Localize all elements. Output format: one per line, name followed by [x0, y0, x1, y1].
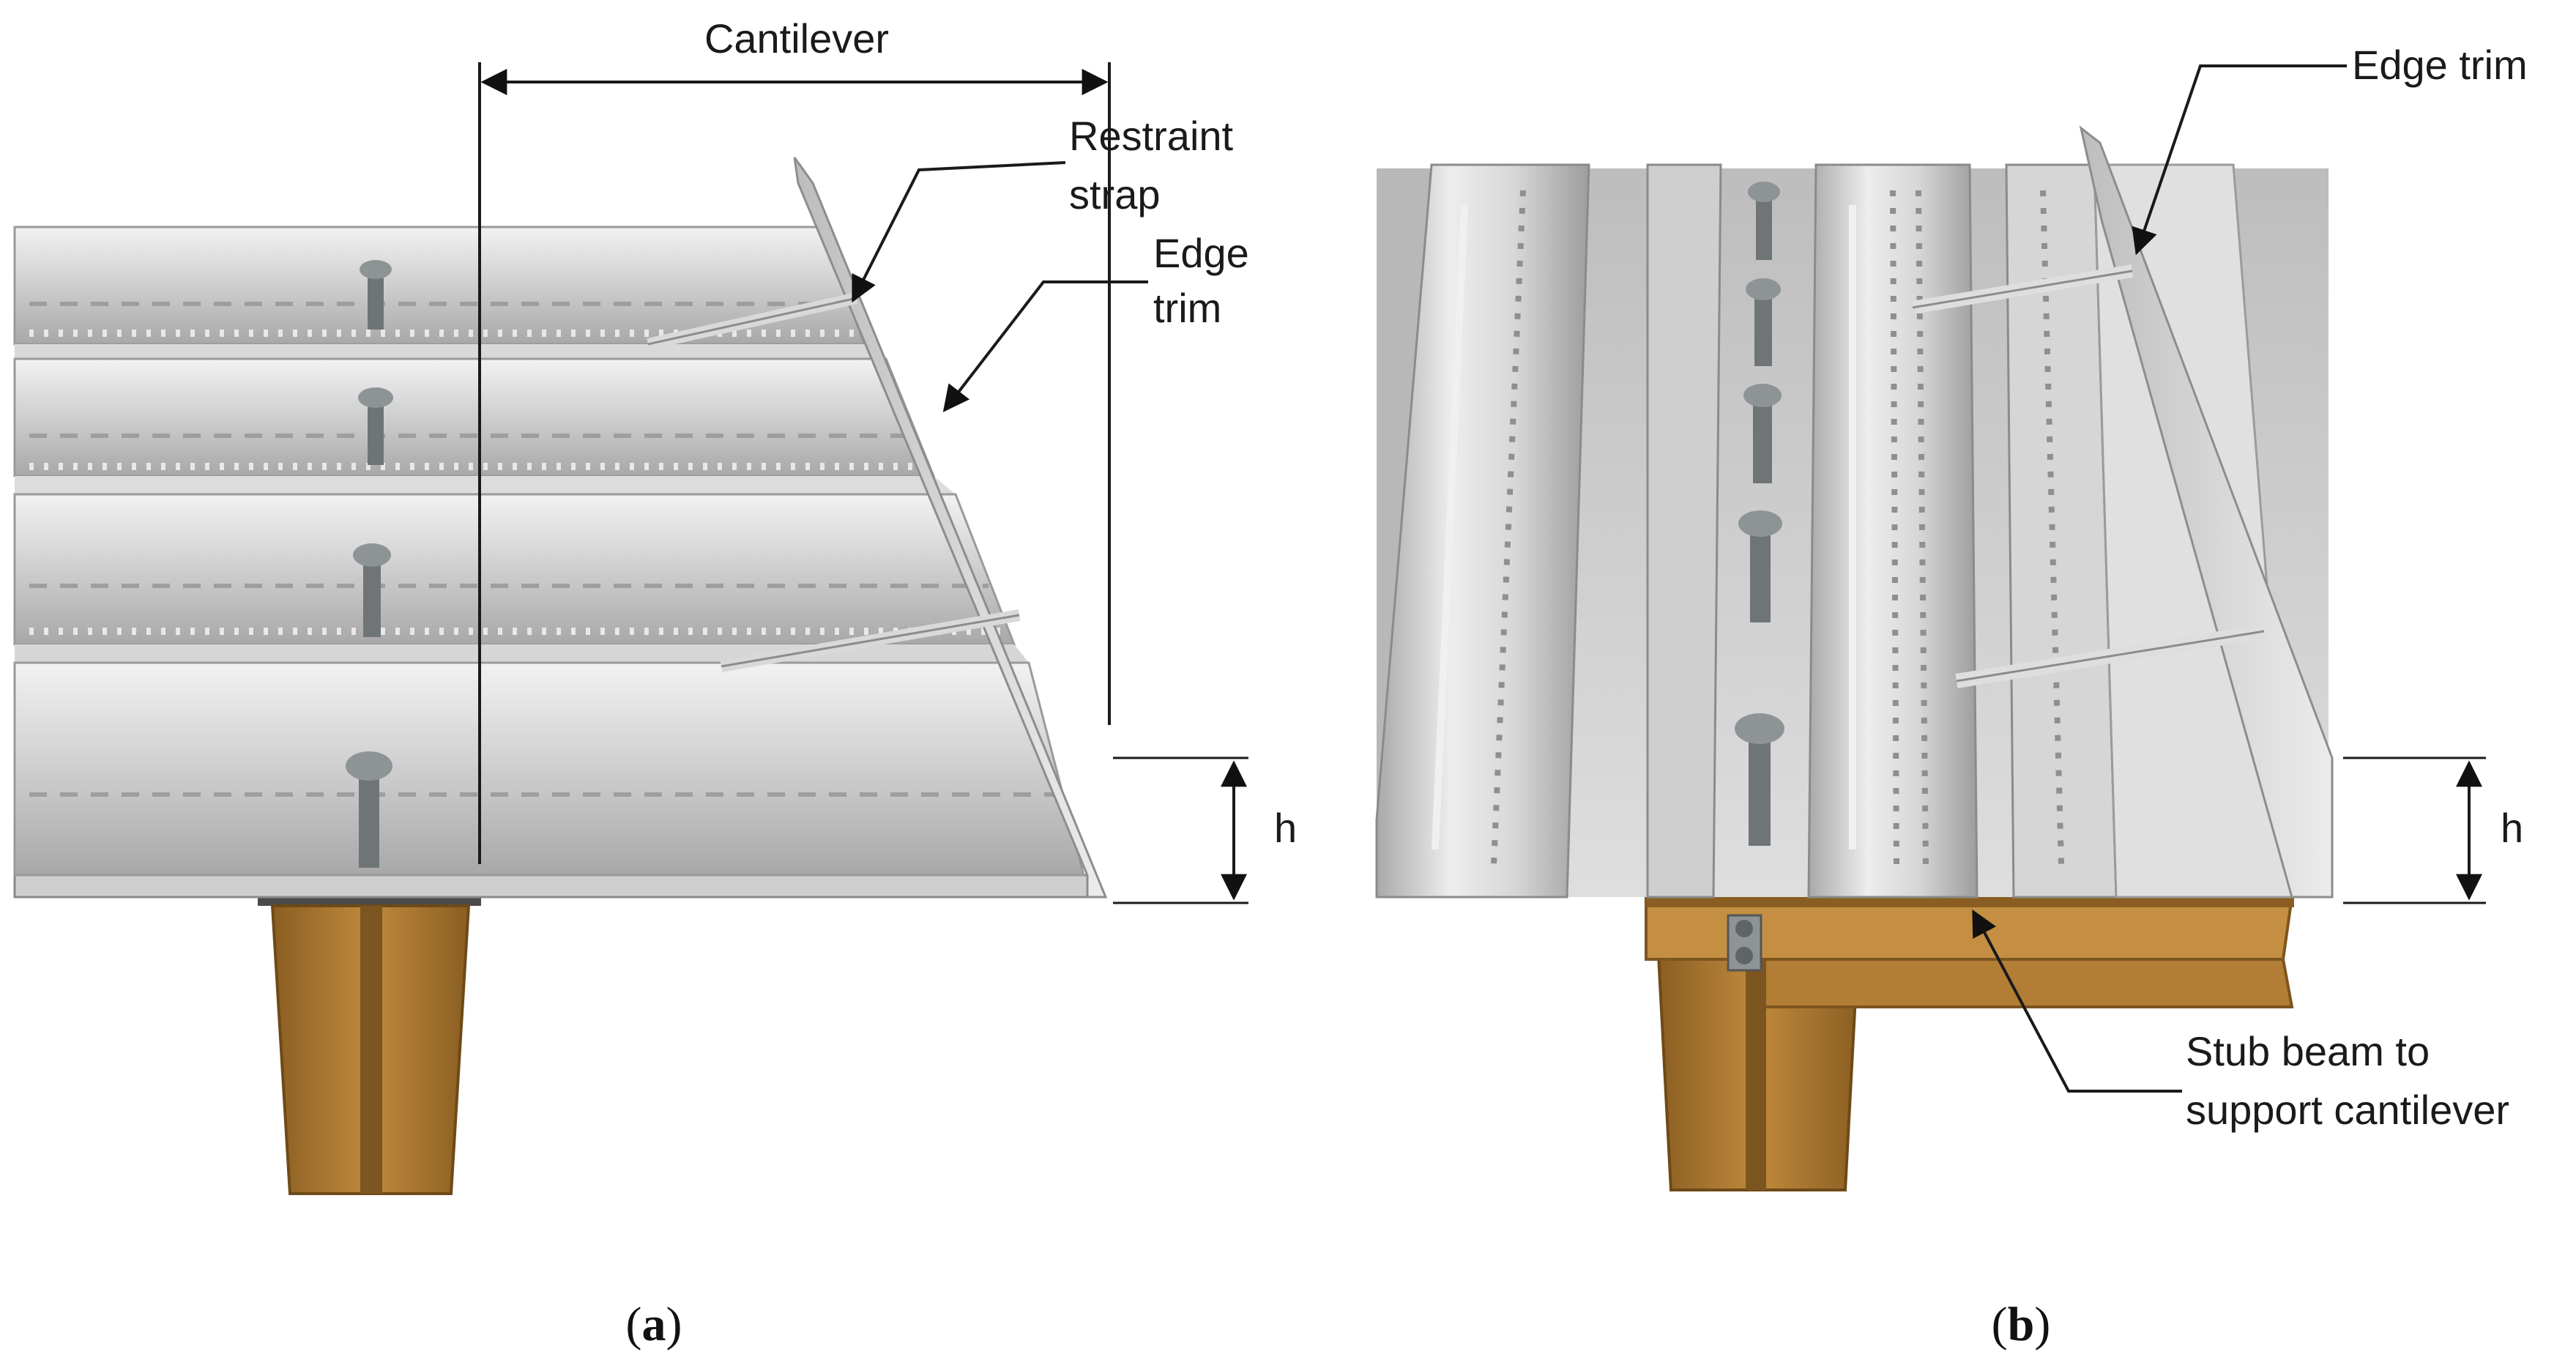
- support-beam-a: [258, 897, 481, 1195]
- edge-trim-leader-b: [2132, 64, 2347, 256]
- panel-b: Edge trim h Stub beam to support cantile…: [1375, 42, 2528, 1351]
- edge-trim-label-a-line1: Edge: [1153, 230, 1249, 276]
- cantilever-dimension: [478, 62, 1111, 864]
- edge-trim-label-a-line2: trim: [1153, 285, 1221, 331]
- restraint-strap-label-line1: Restraint: [1069, 113, 1234, 159]
- edge-trim-a: [793, 157, 1108, 899]
- stub-beam-leader: [1972, 909, 2182, 1093]
- restraint-strap-leader: [852, 161, 1066, 303]
- edge-trim-leader-a: [942, 280, 1148, 412]
- h-label-a: h: [1274, 805, 1297, 851]
- cantilever-label: Cantilever: [704, 15, 889, 62]
- shear-studs-b: [1735, 182, 1784, 846]
- stub-beam-label-line2: support cantilever: [2186, 1087, 2509, 1133]
- deck-ribs-a: [13, 226, 1085, 877]
- h-dimension-b: [2343, 756, 2486, 904]
- restraint-strap-label-line2: strap: [1069, 171, 1161, 217]
- stub-beam-b: [1645, 896, 2294, 1008]
- shear-studs-a: [346, 260, 393, 868]
- restraint-straps-b: [1911, 264, 2266, 688]
- stub-beam-label-line1: Stub beam to: [2186, 1028, 2430, 1074]
- caption-a: (a): [626, 1298, 682, 1351]
- h-dimension-a: [1113, 756, 1248, 904]
- restraint-straps-a: [647, 292, 1021, 672]
- edge-trim-label-b: Edge trim: [2352, 42, 2528, 88]
- deck-ribs-b: [1375, 163, 2329, 899]
- h-label-b: h: [2501, 805, 2523, 851]
- edge-trim-b: [2079, 125, 2334, 899]
- panel-a: Cantilever Restraint strap Edge trim h (…: [13, 15, 1297, 1351]
- caption-b: (b): [1992, 1298, 2051, 1351]
- deck-slab-a: [13, 874, 1089, 899]
